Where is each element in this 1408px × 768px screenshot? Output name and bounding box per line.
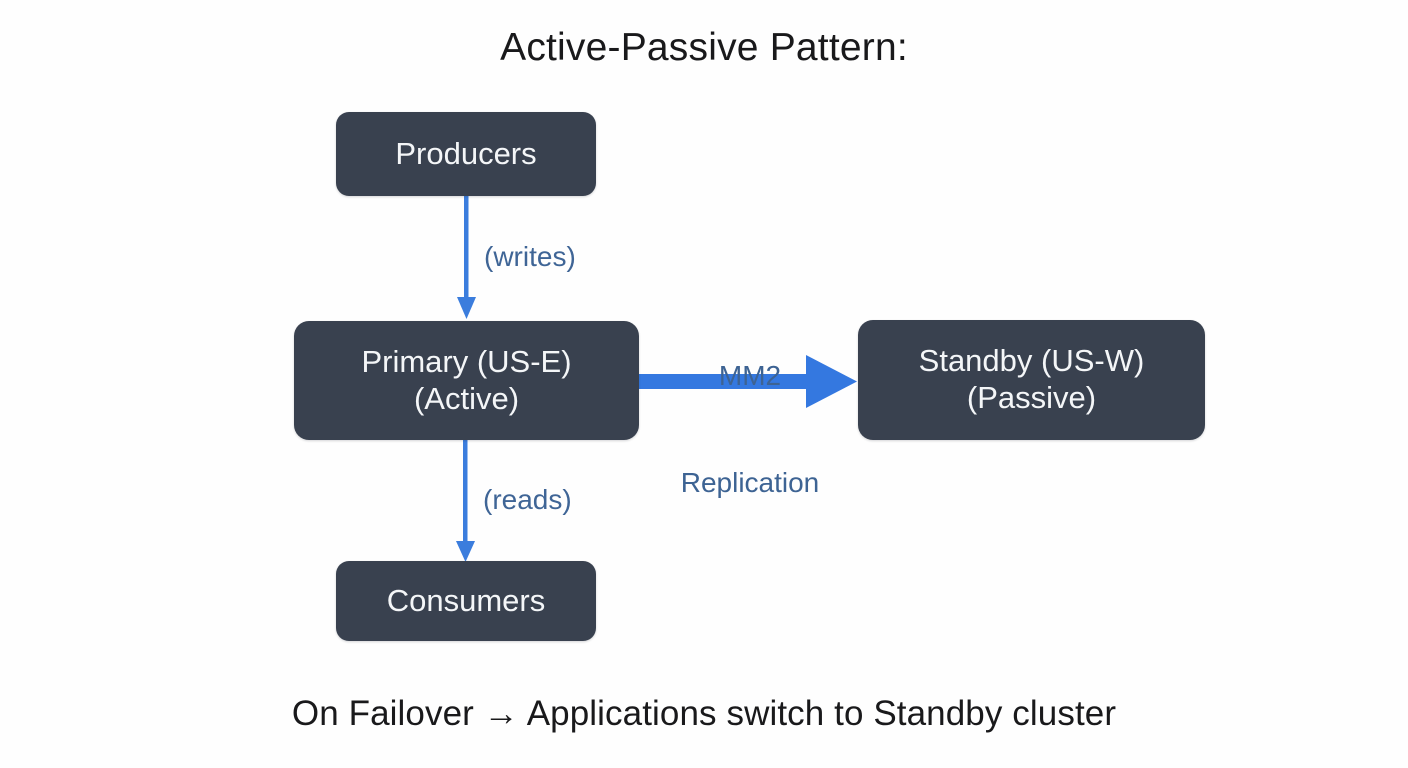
node-consumers[interactable]: Consumers [336,561,596,641]
node-consumers-label: Consumers [386,582,546,618]
edge-label-writes: (writes) [484,241,576,272]
node-standby-label-line2: (Passive) [966,380,1097,415]
node-producers-label: Producers [395,135,537,171]
edge-reads-arrow [456,440,475,562]
node-standby[interactable]: Standby (US-W) (Passive) [858,320,1205,440]
edge-writes-arrow [457,196,476,319]
page-title: Active-Passive Pattern: [500,26,908,69]
node-standby-label-line1: Standby (US-W) [918,343,1145,379]
edge-label-reads: (reads) [483,484,572,515]
node-primary-label-line2: (Active) [413,380,520,416]
edge-label-replication-line1: MM2 [718,359,782,391]
node-producers[interactable]: Producers [336,112,596,196]
failover-caption: On Failover → Applications switch to Sta… [291,694,1117,733]
edge-label-replication-line2: Replication [680,467,820,499]
node-primary-label-line1: Primary (US-E) [361,343,572,379]
node-primary[interactable]: Primary (US-E) (Active) [294,321,639,440]
edge-label-replication: MM2 Replication [655,286,845,573]
